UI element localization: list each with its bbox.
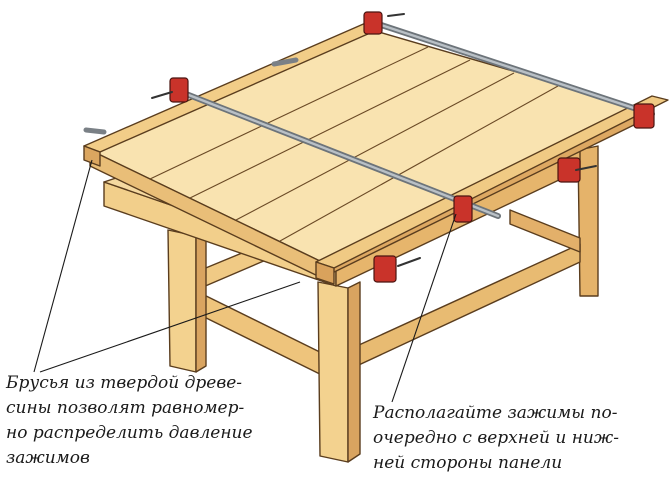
front-right-leg [317, 281, 349, 463]
caption-right-line: ней стороны панели [373, 453, 563, 473]
caption-left-line: зажимов [6, 448, 90, 468]
side-stretcher-right [509, 209, 581, 253]
caption-right-line: Располагайте зажимы по- [373, 403, 618, 423]
lower-stretcher-front [193, 289, 337, 383]
clamp-pipe-stub-top [271, 57, 299, 67]
pipe-clamp-icon [169, 11, 655, 283]
front-left-leg [167, 229, 197, 373]
clamp-pipe-stub-left [83, 127, 107, 135]
caption-left-line: но распределить давление [6, 423, 253, 443]
caption-left-line: Брусья из твердой древе- [6, 373, 243, 393]
leader-line-left-2 [39, 281, 301, 373]
caption-left: Брусья из твердой древе- сины позволят р… [6, 371, 253, 471]
leader-line-right [391, 213, 457, 403]
caption-right-line: очередно с верхней и ниж- [373, 428, 619, 448]
caption-right: Располагайте зажимы по- очередно с верхн… [373, 401, 619, 476]
leader-line-left-1 [33, 159, 93, 373]
caption-left-line: сины позволят равномер- [6, 398, 245, 418]
